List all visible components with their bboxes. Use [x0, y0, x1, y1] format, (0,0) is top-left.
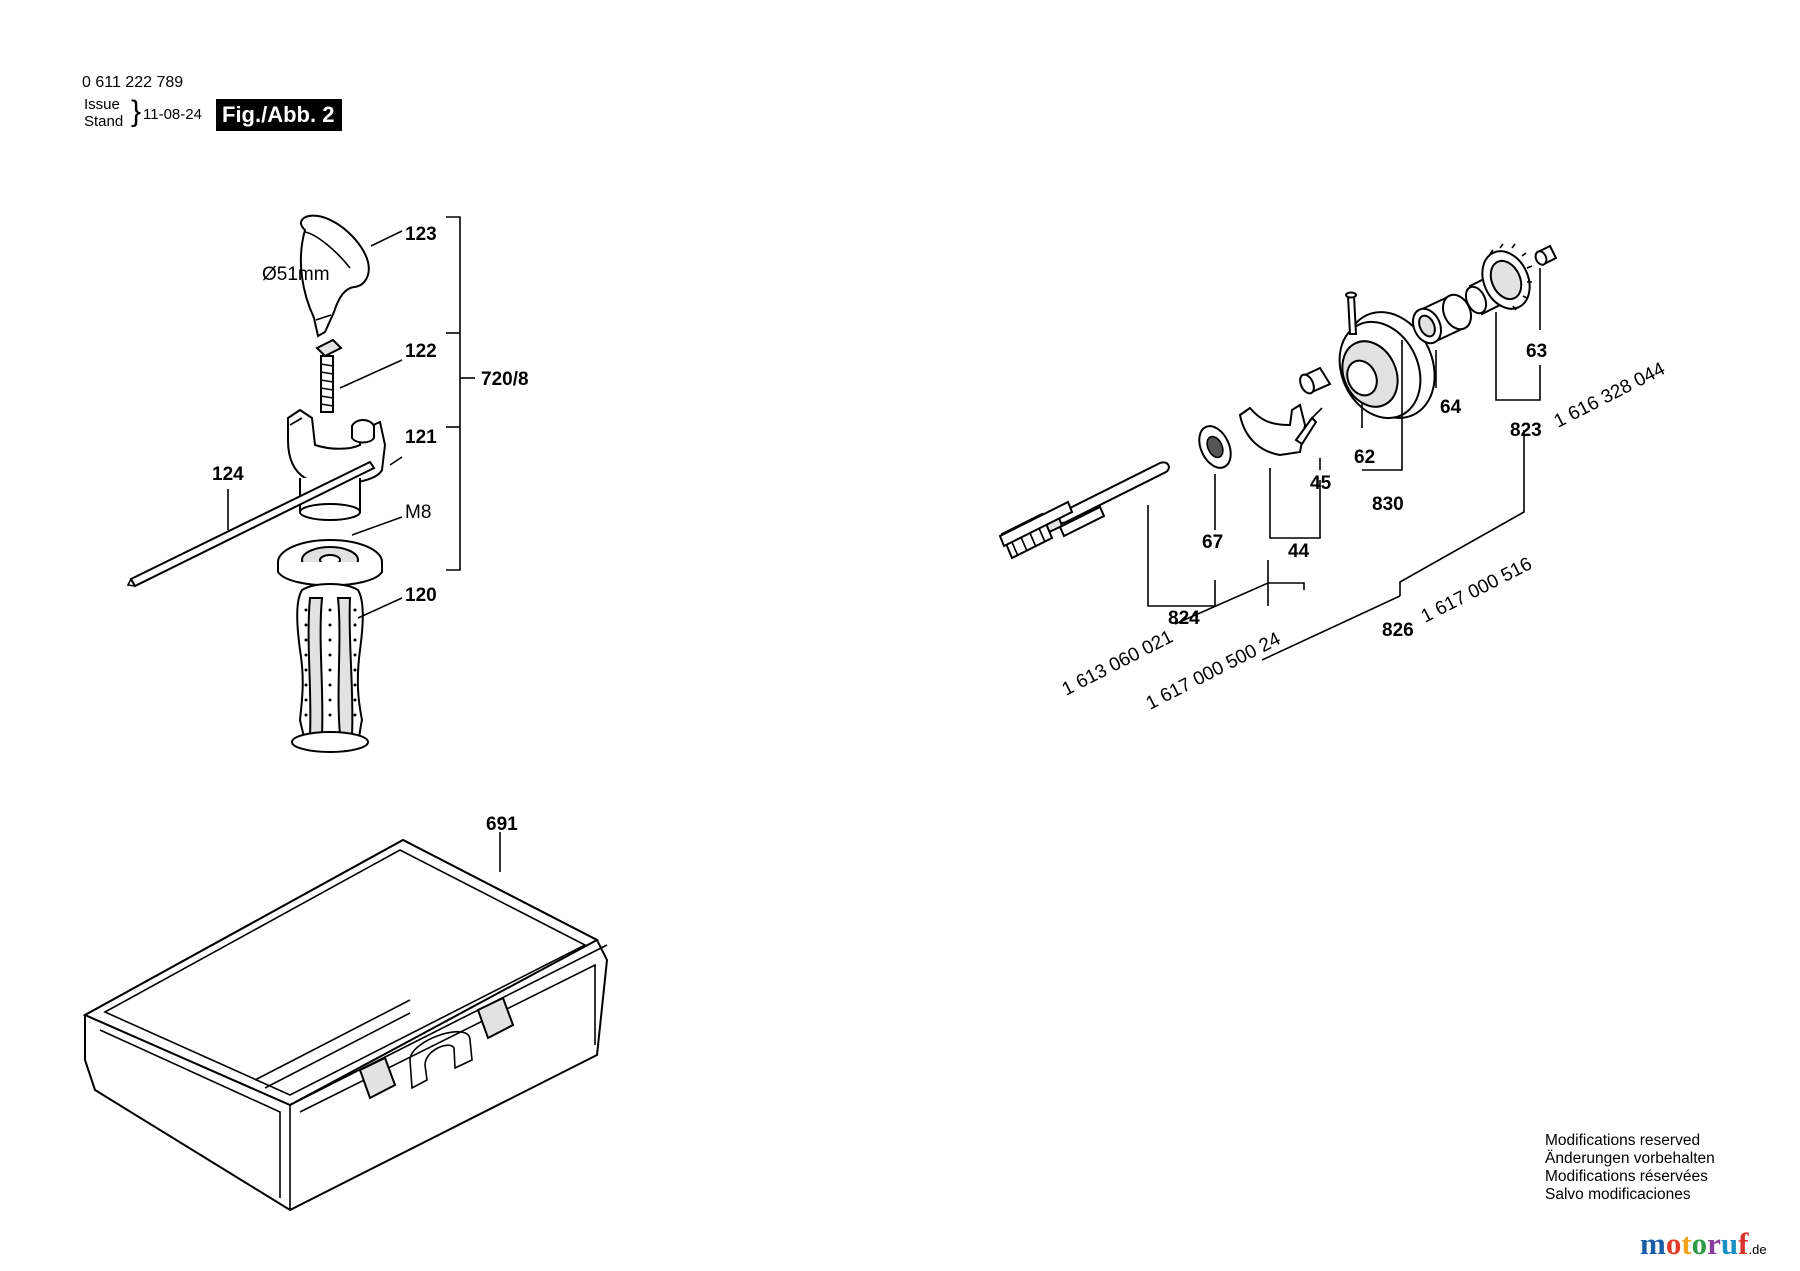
part-number-1617000516: 1 617 000 516	[1418, 554, 1536, 628]
brand-letter: o	[1665, 1226, 1682, 1261]
callout-124: 124	[212, 464, 244, 485]
brand-name: motoruf	[1640, 1226, 1749, 1261]
modification-notes: Modifications reserved Änderungen vorbeh…	[1545, 1132, 1715, 1204]
part-number-1616328044: 1 616 328 044	[1551, 358, 1669, 432]
document-number: 0 611 222 789	[82, 74, 184, 91]
callout-823: 823	[1510, 420, 1542, 441]
callout-44: 44	[1288, 541, 1310, 562]
part-62-clutch-icon	[1338, 291, 1436, 420]
figure-label: Fig./Abb. 2	[216, 99, 343, 131]
callout-121: 121	[405, 427, 437, 448]
brand-letter: r	[1707, 1226, 1721, 1261]
part-124-depth-rod-icon	[129, 460, 376, 588]
callout-m8: M8	[405, 502, 431, 523]
brand-letter: f	[1738, 1226, 1749, 1261]
callout-720-8: 720/8	[481, 369, 529, 390]
brand-letter: t	[1681, 1226, 1692, 1261]
note-de: Änderungen vorbehalten	[1545, 1150, 1715, 1167]
brand-tld: .de	[1748, 1242, 1767, 1257]
callout-45: 45	[1310, 473, 1332, 494]
auxiliary-handle-assembly	[126, 214, 475, 753]
callout-63: 63	[1526, 341, 1547, 362]
callout-122: 122	[405, 341, 437, 362]
callout-62: 62	[1354, 447, 1375, 468]
part-823-gear-icon	[1464, 243, 1533, 316]
brace-icon: }	[131, 95, 142, 128]
brand-letter: u	[1720, 1226, 1739, 1261]
brand-letter: m	[1640, 1226, 1666, 1261]
part-63-pin-icon	[1534, 244, 1558, 266]
part-824-shaft-icon	[1056, 461, 1170, 524]
part-44-shift-fork-icon	[1238, 403, 1307, 457]
gearbox-parts	[998, 243, 1558, 661]
callout-830: 830	[1372, 494, 1404, 515]
part-64-sleeve-icon	[1411, 293, 1473, 345]
issue-date: 11-08-24	[143, 106, 202, 123]
callout-123: 123	[405, 224, 437, 245]
callout-691: 691	[486, 814, 518, 835]
issue-label-de: Stand	[84, 113, 124, 130]
part-691-carry-case-icon	[82, 832, 609, 1212]
note-es: Salvo modificaciones	[1545, 1186, 1691, 1203]
callout-120: 120	[405, 585, 437, 606]
part-123-clamp-icon	[299, 214, 370, 338]
issue-label-en: Issue	[84, 96, 120, 113]
part-121-collar-icon	[287, 408, 387, 485]
brand-letter: o	[1691, 1226, 1708, 1261]
grip-texture-icon	[304, 608, 357, 717]
callout-824: 824	[1168, 608, 1200, 629]
callout-67: 67	[1202, 532, 1223, 553]
callout-826: 826	[1382, 620, 1414, 641]
brand-logo: motoruf.de	[1640, 1226, 1767, 1262]
issue-label: Issue Stand	[84, 96, 123, 130]
note-en: Modifications reserved	[1545, 1132, 1701, 1149]
note-fr: Modifications réservées	[1545, 1168, 1708, 1185]
callout-diameter-51mm: Ø51mm	[262, 264, 330, 285]
callout-64: 64	[1440, 397, 1462, 418]
part-45-spring-pin-icon	[1294, 416, 1318, 446]
part-122-bolt-head-icon	[315, 338, 343, 358]
